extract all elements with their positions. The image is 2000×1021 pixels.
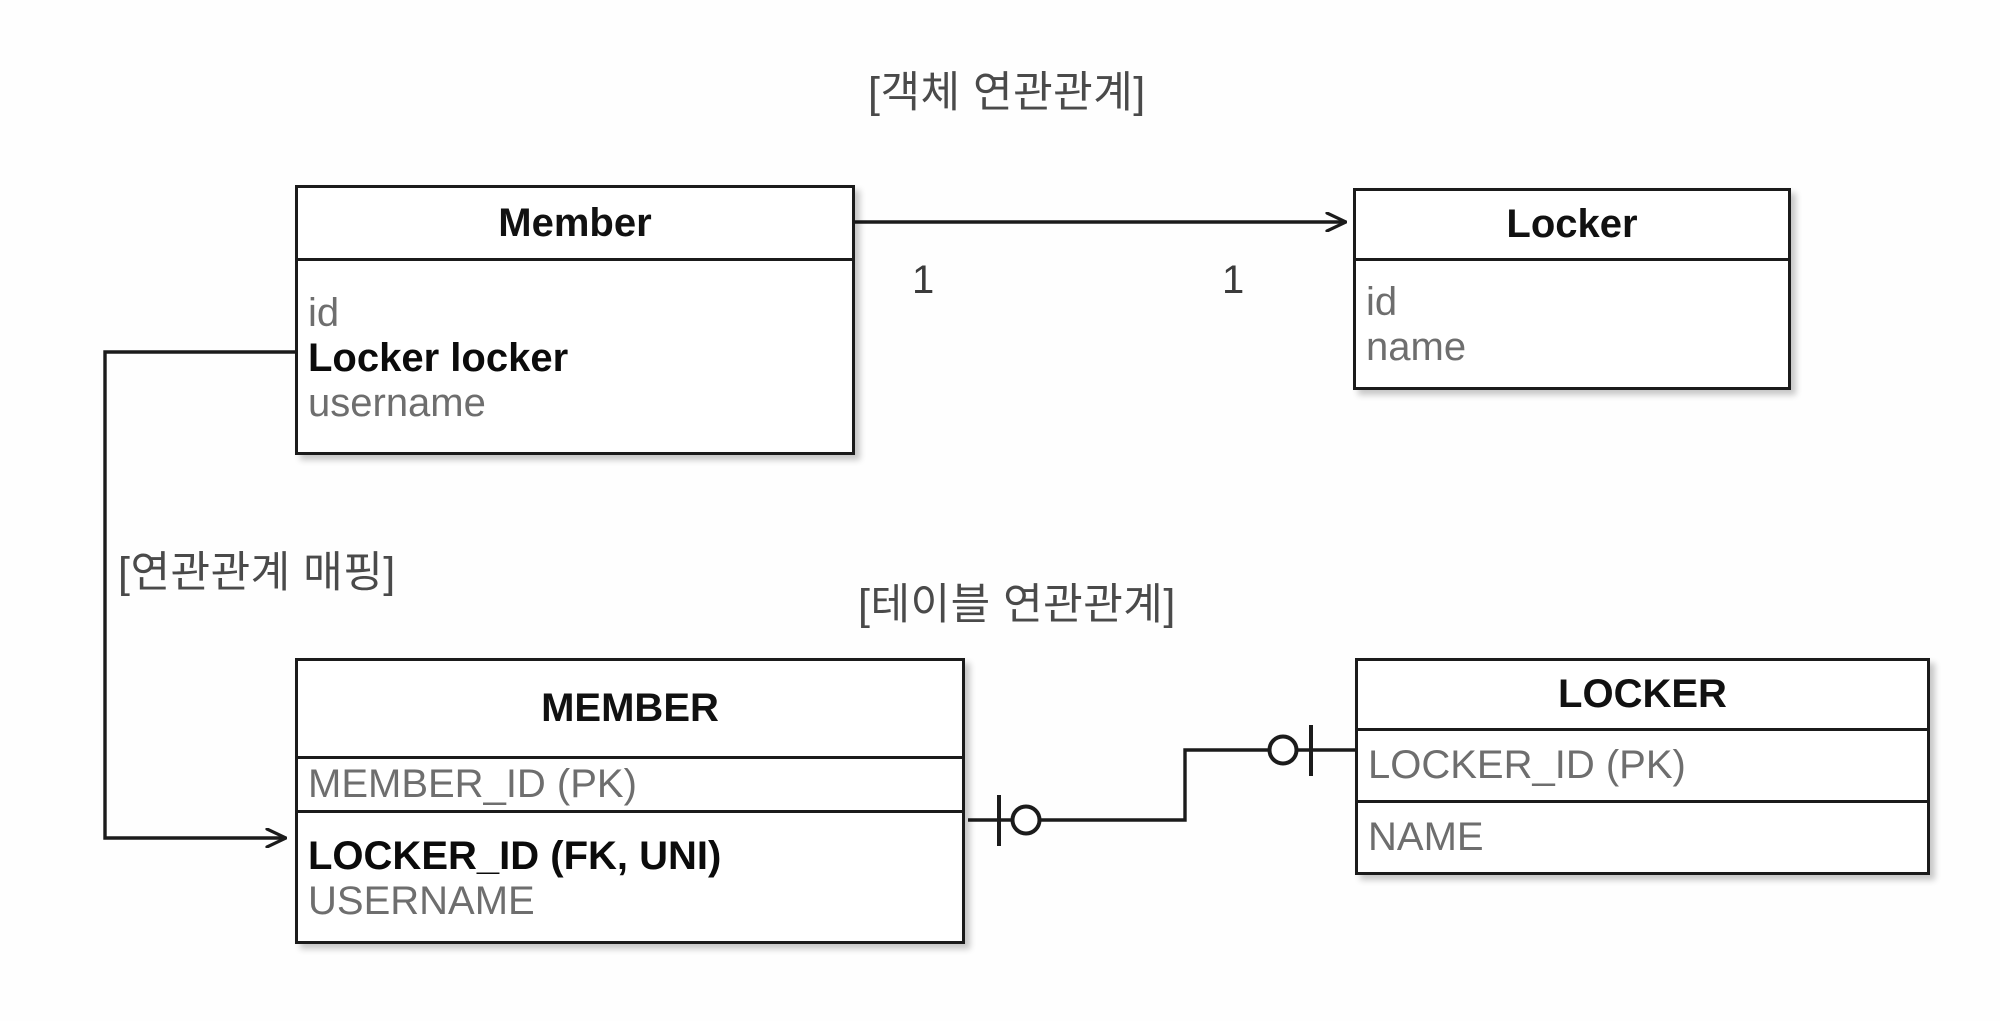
mapping-arrow-line xyxy=(103,350,295,838)
target-zero-circle-icon xyxy=(1267,734,1299,766)
entity-member-object-fields: id Locker locker username xyxy=(298,258,852,452)
mapping-title: [연관관계 매핑] xyxy=(118,549,396,597)
entity-member-object[interactable]: Member id Locker locker username xyxy=(295,185,855,455)
field-row: LOCKER_ID (PK) xyxy=(1368,742,1686,787)
entity-locker-table[interactable]: LOCKER LOCKER_ID (PK) NAME xyxy=(1355,658,1930,875)
target-multiplicity-label: 1 xyxy=(1222,258,1245,302)
entity-locker-table-pk-fields: LOCKER_ID (PK) xyxy=(1358,728,1927,800)
field-row: NAME xyxy=(1368,814,1484,859)
entity-locker-object[interactable]: Locker id name xyxy=(1353,188,1791,390)
field-row: USERNAME xyxy=(308,879,535,923)
table-association-connector xyxy=(968,725,1355,846)
entity-locker-table-title: LOCKER xyxy=(1558,672,1727,716)
source-zero-circle-icon xyxy=(1010,804,1042,836)
field-row: MEMBER_ID (PK) xyxy=(308,761,637,806)
field-row: Locker locker xyxy=(308,335,569,380)
table-relation-title: [테이블 연관관계] xyxy=(858,581,1176,629)
field-row: id xyxy=(1366,279,1398,324)
mapping-connector xyxy=(103,350,295,838)
field-row: username xyxy=(308,381,486,426)
entity-locker-object-title: Locker xyxy=(1506,202,1638,246)
field-row: LOCKER_ID (FK, UNI) xyxy=(308,833,722,878)
field-row: name xyxy=(1366,325,1467,369)
source-multiplicity-label: 1 xyxy=(912,258,935,302)
object-relation-title: [객체 연관관계] xyxy=(868,69,1146,117)
entity-locker-object-fields: id name xyxy=(1356,258,1788,387)
entity-member-table-fields: LOCKER_ID (FK, UNI) USERNAME xyxy=(298,810,962,941)
entity-member-table-title: MEMBER xyxy=(541,686,719,730)
entity-member-table-pk-fields: MEMBER_ID (PK) xyxy=(298,756,962,810)
entity-member-table[interactable]: MEMBER MEMBER_ID (PK) LOCKER_ID (FK, UNI… xyxy=(295,658,965,944)
field-row: id xyxy=(308,290,340,335)
entity-member-object-title: Member xyxy=(498,200,652,245)
entity-locker-table-fields: NAME xyxy=(1358,800,1927,872)
